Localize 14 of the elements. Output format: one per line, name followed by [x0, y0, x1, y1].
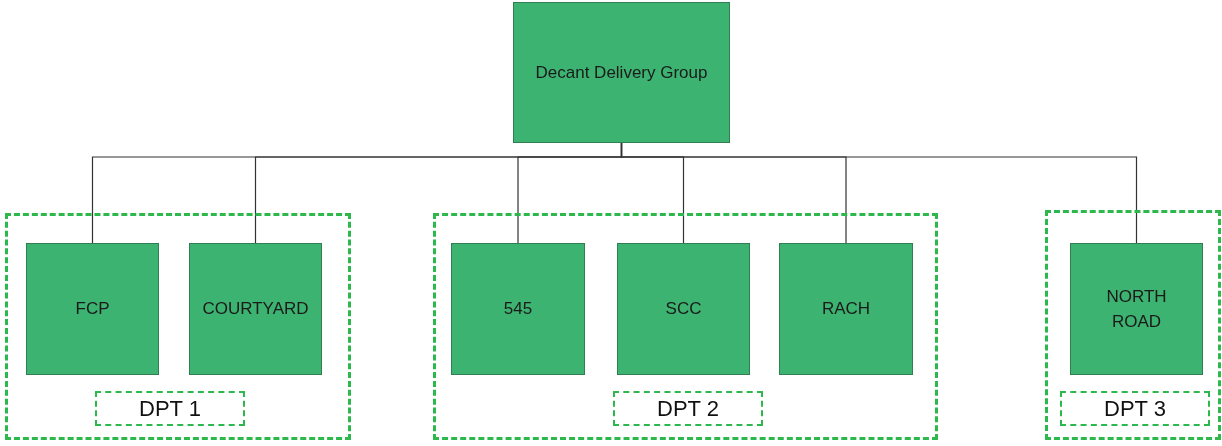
group-frame	[433, 213, 938, 440]
org-box: COURTYARD	[189, 243, 322, 375]
group-frame	[5, 213, 351, 440]
org-box: NORTH ROAD	[1070, 243, 1203, 375]
org-box: FCP	[26, 243, 159, 375]
group-frame	[1045, 210, 1221, 440]
connector-line	[620, 142, 1138, 244]
org-box: Decant Delivery Group	[513, 2, 730, 143]
org-box: SCC	[617, 243, 750, 375]
org-box: 545	[451, 243, 585, 375]
group-label: DPT 3	[1060, 391, 1210, 426]
group-label: DPT 1	[95, 391, 245, 426]
group-label: DPT 2	[613, 391, 763, 426]
org-box: RACH	[779, 243, 913, 375]
